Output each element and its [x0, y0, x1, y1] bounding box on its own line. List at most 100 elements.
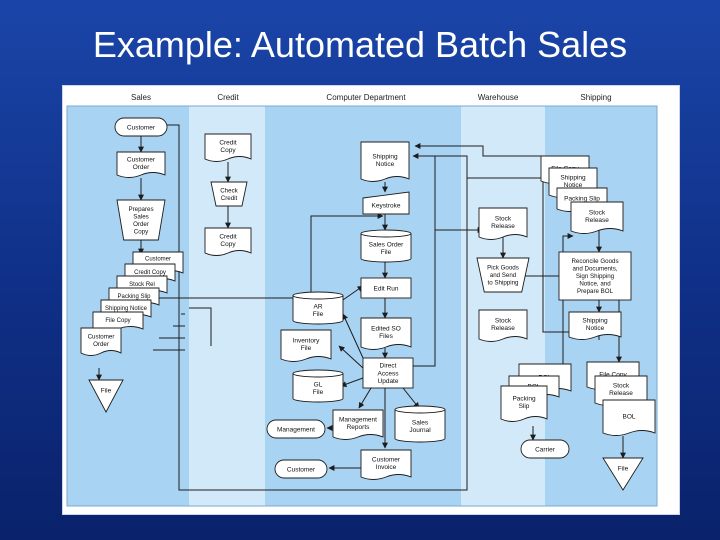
ship-bol: BOL: [602, 399, 656, 436]
node-label: Files: [379, 333, 393, 340]
node-label: Reports: [347, 424, 371, 431]
comp-management: Management: [266, 419, 326, 439]
node-label: File: [313, 389, 324, 396]
flow-direct-to-inventory: [338, 345, 364, 369]
node-label: Pick Goods: [487, 265, 519, 272]
node-label: Check: [220, 187, 238, 194]
flow-ar-to-edit: [339, 285, 364, 303]
node-label: Credit: [219, 139, 237, 146]
node-label: Edited SO: [371, 325, 401, 332]
node-label: Credit: [219, 233, 237, 240]
flow-direct-to-journal: [402, 387, 420, 409]
node-label: Packing Slip: [564, 195, 600, 202]
node-label: Credit Copy: [134, 270, 166, 276]
node-label: Shipping: [582, 317, 608, 324]
node-label: AR: [313, 303, 322, 310]
comp-keystroke: Keystroke: [362, 191, 410, 215]
node-label: Customer: [127, 124, 156, 131]
header-credit: Credit: [217, 93, 239, 102]
comp-customer: Customer: [274, 459, 328, 479]
node-label: File: [301, 345, 312, 352]
flow-direct-to-ar: [342, 313, 364, 359]
node-label: Order: [93, 341, 109, 348]
node-label: Release: [609, 390, 633, 397]
node-label: Stock: [589, 209, 606, 216]
node-label: Release: [585, 217, 609, 224]
node-label: Reconcile Goods: [571, 258, 618, 265]
node-label: Stock: [495, 317, 512, 324]
node-label: Packing: [512, 395, 536, 402]
header-computer: Computer Department: [326, 93, 406, 102]
node-label: to Shipping: [488, 280, 520, 287]
node-label: Slip: [519, 403, 530, 410]
node-label: Keystroke: [372, 202, 401, 209]
node-label: File: [618, 466, 629, 473]
header-warehouse: Warehouse: [478, 93, 519, 102]
node-label: Notice: [586, 325, 605, 332]
node-label: Sales: [133, 213, 148, 220]
node-label: and Documents,: [572, 266, 617, 273]
node-label: Management: [339, 416, 377, 423]
flowchart: Sales Credit Computer Department Warehou…: [66, 93, 658, 507]
flow-direct-to-mgmt: [358, 387, 372, 409]
flow-stack-main: [153, 213, 384, 299]
node-label: Customer: [88, 333, 115, 340]
node-label: Journal: [409, 427, 431, 434]
node-label: Notice: [564, 182, 583, 189]
node-label: File: [313, 311, 324, 318]
node-label: Inventory: [293, 337, 320, 344]
node-label: Management: [277, 426, 315, 433]
node-label: Customer: [127, 156, 156, 163]
node-label: Invoice: [376, 464, 397, 471]
header-sales: Sales: [131, 93, 151, 102]
node-label: GL: [314, 381, 323, 388]
sales-customer: Customer: [114, 117, 168, 137]
node-label: Stock: [495, 215, 512, 222]
node-label: Notice: [376, 161, 395, 168]
lane-credit: [189, 106, 265, 506]
header-shipping: Shipping: [580, 93, 611, 102]
node-label: Prepares: [128, 206, 153, 213]
flowchart-frame: Sales Credit Computer Department Warehou…: [62, 85, 680, 515]
node-label: Shipping Notice: [105, 306, 148, 312]
node-label: BOL: [622, 413, 635, 420]
node-label: Release: [491, 325, 515, 332]
node-label: Release: [491, 223, 515, 230]
node-label: Customer: [287, 466, 316, 473]
comp-edit-run: Edit Run: [360, 277, 412, 299]
node-label: Sales Order: [369, 241, 405, 248]
node-label: Copy: [134, 228, 149, 235]
node-label: Update: [378, 378, 399, 385]
node-label: Carrier: [535, 446, 556, 453]
node-label: Copy: [220, 241, 236, 248]
node-label: Stock Rel: [129, 282, 155, 288]
node-label: Sign Shipping: [576, 273, 615, 280]
node-label: File Copy: [105, 318, 130, 324]
node-label: Notice, and: [579, 281, 611, 288]
ship-file: File: [602, 457, 644, 491]
node-label: Direct: [380, 362, 397, 369]
slide-title: Example: Automated Batch Sales: [92, 24, 628, 65]
node-label: Edit Run: [374, 285, 399, 292]
node-label: Customer: [372, 456, 401, 463]
